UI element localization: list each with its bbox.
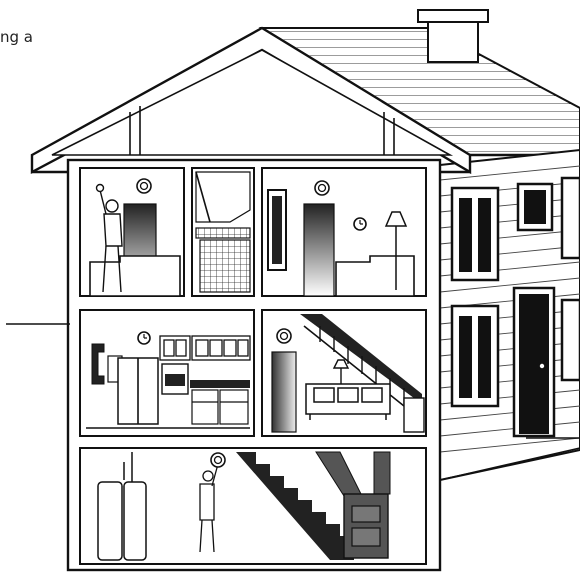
interior-door (272, 352, 296, 432)
lower-cabinets (192, 390, 248, 424)
room-bedroom-left (80, 168, 184, 296)
smoke-alarm-icon (277, 329, 291, 343)
couch (306, 384, 390, 420)
wall-clock-icon (138, 332, 150, 344)
smoke-alarm-icon (211, 453, 225, 467)
window-upper-left (452, 188, 498, 280)
upper-cabinets (160, 336, 250, 360)
tiled-tub (200, 240, 250, 292)
room-bathroom (192, 168, 254, 296)
interior-door (304, 204, 334, 296)
smoke-alarm-icon (137, 179, 151, 193)
room-living-room (262, 310, 426, 436)
chimney (418, 10, 488, 62)
smoke-alarm-icon (315, 181, 329, 195)
front-door (514, 288, 554, 436)
wall-clock-icon (354, 218, 366, 230)
room-bedroom-right (262, 168, 426, 296)
window-lower-left (452, 306, 498, 406)
room-kitchen (80, 310, 254, 436)
room-basement (80, 448, 426, 564)
window-upper-right (518, 184, 552, 230)
sofa (336, 256, 414, 296)
